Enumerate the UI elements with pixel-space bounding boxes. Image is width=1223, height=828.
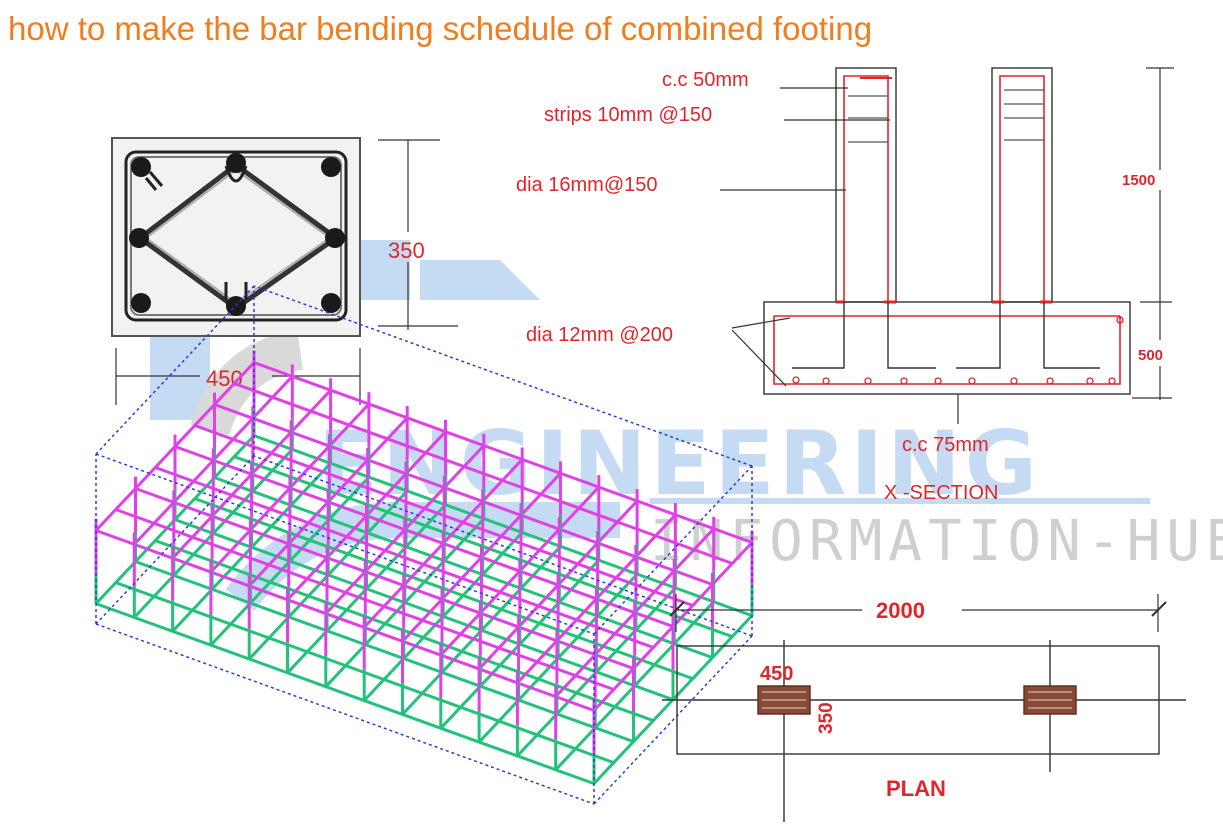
cage-bottom-bar	[253, 434, 753, 618]
column-height-dimension	[378, 139, 458, 330]
x-section-caption: X -SECTION	[884, 482, 998, 504]
plan-col-depth-label: 350	[816, 702, 837, 734]
cage-top-bar	[95, 529, 595, 712]
watermark-line2: INFORMATION-HUB	[650, 509, 1223, 574]
column-width-label: 450	[206, 366, 243, 391]
cage-frame-edge	[95, 455, 255, 625]
cage-bottom-bar	[213, 476, 714, 660]
cage-top-bar	[134, 487, 635, 670]
plan-length-label: 2000	[876, 598, 925, 623]
column-hooks	[144, 165, 248, 300]
footing-depth-value: 500	[1138, 347, 1163, 364]
x-section-footing	[763, 301, 1131, 395]
cage-frame-edge	[95, 623, 595, 805]
stirrups-label: strips 10mm @150	[544, 104, 712, 126]
x-section	[720, 67, 1174, 424]
cage-bottom-bar	[134, 560, 635, 744]
x-section-column-anchors	[792, 302, 1100, 369]
cage-frame-edge	[253, 455, 753, 637]
x-section-leaders	[720, 87, 959, 424]
x-section-height-dimension	[1132, 67, 1174, 400]
x-section-column-right	[991, 67, 1053, 303]
main-bars-label: dia 16mm@150	[516, 174, 657, 196]
x-section-footing-rebar	[773, 300, 1121, 385]
cage-top-bar	[253, 361, 753, 544]
cage-frame-edge	[593, 465, 753, 635]
x-section-column-left	[835, 67, 897, 303]
column-stirrup-outer	[124, 150, 348, 322]
cage-frame-edge	[253, 285, 753, 467]
cage-frame-edge	[593, 635, 753, 805]
plan-view	[662, 594, 1186, 822]
cage-bottom-bar	[174, 518, 674, 702]
cage-top-bar	[174, 445, 674, 628]
cage-frame-edge	[95, 285, 255, 455]
cover-bottom-label: c.c 75mm	[902, 434, 989, 456]
cage-bottom-bar	[95, 602, 595, 786]
x-section-column-rebar	[843, 75, 1045, 302]
plan-length-dimension	[669, 594, 1167, 632]
plan-column-hatch	[762, 691, 1072, 709]
x-section-bottom-bars	[792, 316, 1124, 385]
column-height-label: 350	[388, 238, 425, 263]
cage-top-bar	[213, 403, 714, 586]
rebar-cage-3d	[94, 285, 754, 805]
column-section: 350 450	[111, 137, 458, 405]
cage-frame-edge	[95, 453, 595, 635]
x-section-stirrups	[848, 89, 1044, 143]
footing-bars-label: dia 12mm @200	[526, 324, 673, 346]
cover-top-label: c.c 50mm	[662, 69, 749, 91]
plan-col-width-label: 450	[760, 663, 793, 685]
column-main-bars	[129, 153, 345, 316]
column-height-value: 1500	[1122, 172, 1155, 189]
page-title: how to make the bar bending schedule of …	[8, 10, 873, 47]
column-width-dimension	[115, 348, 361, 405]
plan-caption: PLAN	[886, 776, 946, 801]
